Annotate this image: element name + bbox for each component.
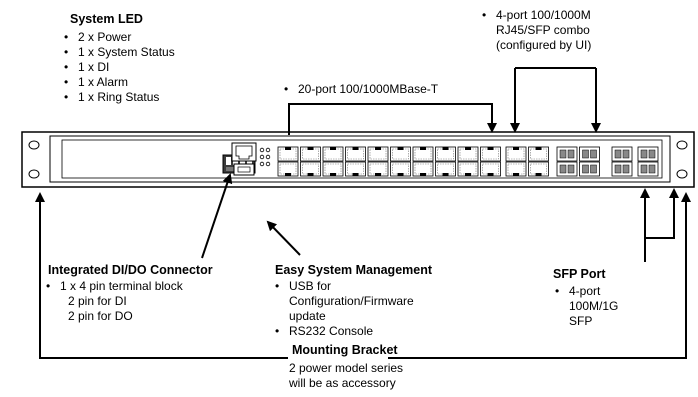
sfp-port: [611, 146, 633, 162]
led-item: 1 x Alarm: [64, 75, 175, 90]
rj45-port: [300, 161, 321, 177]
bracket-line-1: 2 power model series: [289, 361, 404, 375]
rj45-port: [345, 161, 366, 177]
rj45-port: [345, 146, 366, 162]
management-list-2: RS232 Console: [275, 324, 373, 339]
bracket-hole-right-bottom: [676, 169, 688, 179]
dido-arrow: [201, 173, 233, 259]
system-leds: [259, 147, 271, 167]
usb-console-ports: [231, 142, 257, 176]
bracket-title: Mounting Bracket: [292, 343, 398, 357]
bracket-arrow-right: [388, 192, 691, 359]
rj45-port: [480, 161, 501, 177]
bracket-line-2: will be as accessory: [289, 376, 396, 390]
led-item: 2 x Power: [64, 30, 175, 45]
led-item: 1 x System Status: [64, 45, 175, 60]
management-usb-line-2: Configuration/Firmware: [289, 294, 414, 308]
rj45-label-text: 20-port 100/1000MBase-T: [284, 82, 438, 97]
dido-sub-do: 2 pin for DO: [68, 309, 133, 323]
combo-sfp-slot: [579, 161, 600, 177]
rj45-port: [277, 161, 299, 177]
rj45-port: [480, 146, 501, 162]
combo-ports-label: 4-port 100/1000M: [482, 8, 591, 23]
management-title: Easy System Management: [275, 263, 433, 277]
rj45-bracket-arrow: [288, 103, 497, 135]
rj45-ports-label: 20-port 100/1000MBase-T: [284, 82, 438, 97]
sfp-list: 4-port: [555, 284, 600, 299]
management-usb-line-3: update: [289, 309, 326, 323]
combo-rj45-port: [528, 146, 549, 162]
combo-line-2: RJ45/SFP combo: [496, 23, 590, 37]
rj45-port: [390, 161, 411, 177]
led-item: 1 x Ring Status: [64, 90, 175, 105]
combo-sfp-slot: [556, 146, 578, 162]
rj45-port: [412, 161, 434, 177]
dido-list: 1 x 4 pin terminal block: [46, 279, 183, 294]
sfp-port: [637, 161, 659, 177]
rj45-port: [322, 161, 344, 177]
management-item-usb: USB for: [275, 279, 331, 294]
combo-rj45-port: [505, 146, 527, 162]
led-item: 1 x DI: [64, 60, 175, 75]
rj45-port: [435, 146, 456, 162]
dido-sub-di: 2 pin for DI: [68, 294, 127, 308]
sfp-port: [611, 161, 633, 177]
rj45-port: [322, 146, 344, 162]
combo-sfp-slot: [556, 161, 578, 177]
combo-sfp-slot: [579, 146, 600, 162]
sfp-port-grid: [556, 146, 659, 177]
rj45-port: [300, 146, 321, 162]
combo-port-grid: [505, 146, 549, 177]
sfp-title: SFP Port: [553, 267, 606, 281]
system-led-list: 2 x Power 1 x System Status 1 x DI 1 x A…: [64, 30, 175, 105]
rj45-port: [390, 146, 411, 162]
rj45-port: [367, 146, 389, 162]
rj45-port-grid: [277, 146, 501, 177]
rj45-port: [277, 146, 299, 162]
rj45-port: [457, 146, 479, 162]
management-arrow: [266, 220, 301, 256]
rj45-port: [457, 161, 479, 177]
combo-rj45-port: [528, 161, 549, 177]
bracket-hole-right-top: [676, 140, 688, 150]
rj45-port: [367, 161, 389, 177]
combo-line-1: 4-port 100/1000M: [482, 8, 591, 23]
rj45-port: [435, 161, 456, 177]
sfp-line-2: 100M/1G: [569, 299, 619, 313]
bracket-hole-left-bottom: [28, 169, 40, 179]
bracket-arrow-left: [35, 192, 288, 359]
combo-line-3: (configured by UI): [496, 38, 592, 52]
sfp-line-1: 4-port: [555, 284, 600, 299]
rj45-port: [412, 146, 434, 162]
dido-title: Integrated DI/DO Connector: [48, 263, 213, 277]
management-list: USB for: [275, 279, 331, 294]
sfp-port: [637, 146, 659, 162]
sfp-line-3: SFP: [569, 314, 593, 328]
system-led-title: System LED: [70, 12, 143, 26]
combo-rj45-port: [505, 161, 527, 177]
bracket-hole-left-top: [28, 140, 40, 150]
management-item-console: RS232 Console: [275, 324, 373, 339]
sfp-bracket: [644, 228, 675, 262]
dido-item: 1 x 4 pin terminal block: [46, 279, 183, 294]
